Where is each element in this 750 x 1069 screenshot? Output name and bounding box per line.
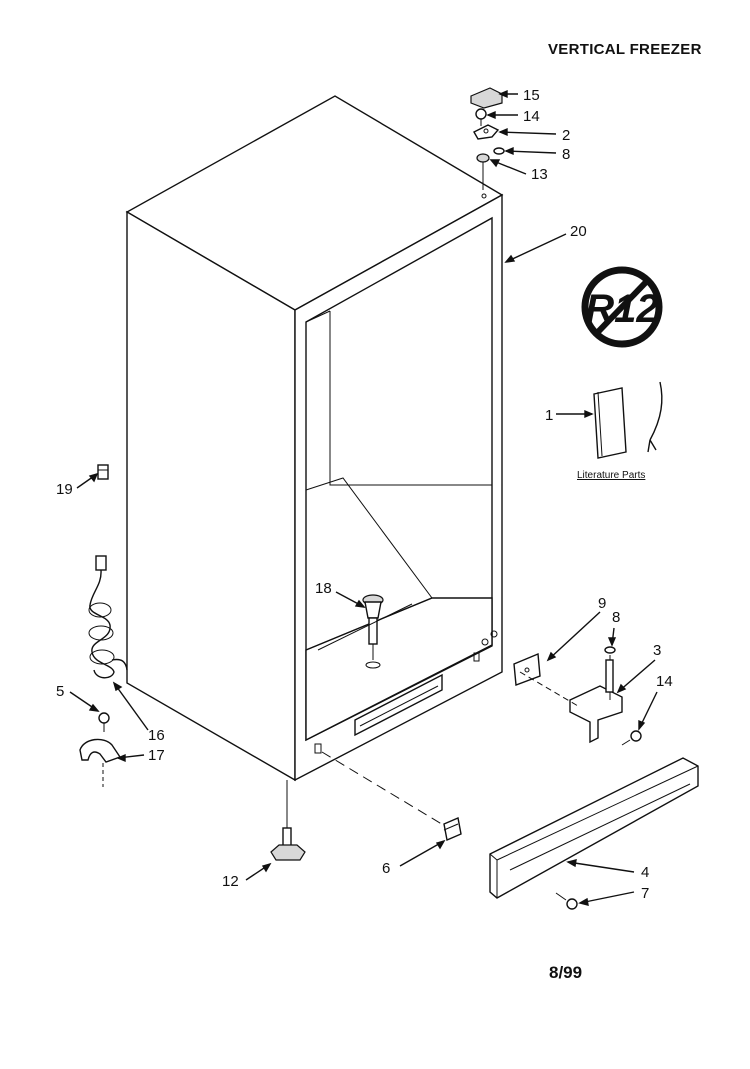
callout-7: 7	[641, 885, 649, 902]
diagram-title: VERTICAL FREEZER	[548, 41, 702, 58]
hinge-top-2	[473, 124, 500, 140]
callout-12: 12	[222, 873, 239, 890]
no-r12-symbol: R12	[581, 266, 663, 348]
toe-grille-4	[489, 757, 699, 899]
leader-lines	[69, 89, 658, 906]
callout-17: 17	[148, 747, 165, 764]
hinge-bracket-9	[513, 652, 541, 686]
callout-19: 19	[56, 481, 73, 498]
top-hinge-cover-15	[470, 87, 503, 109]
grille-clip-6	[443, 817, 462, 841]
callout-3: 3	[653, 642, 661, 659]
callout-14-top: 14	[523, 108, 540, 125]
bushing-13	[476, 153, 490, 190]
washer-8-bottom	[604, 646, 616, 654]
callout-5: 5	[56, 683, 64, 700]
callout-6: 6	[382, 860, 390, 877]
callout-4: 4	[641, 864, 649, 881]
washer-8-top	[493, 147, 505, 155]
callout-14-bottom: 14	[656, 673, 673, 690]
clip-19	[97, 464, 109, 480]
callout-2: 2	[562, 127, 570, 144]
cord-clamp-17	[79, 738, 122, 787]
callout-18: 18	[315, 580, 332, 597]
screw-14-bottom	[621, 730, 642, 746]
callout-15: 15	[523, 87, 540, 104]
leveling-leg-12	[270, 780, 306, 861]
literature-parts-label: Literature Parts	[577, 470, 645, 481]
callout-20: 20	[570, 223, 587, 240]
bottom-hinge-3	[569, 655, 623, 744]
screw-14-top	[475, 108, 487, 126]
hinge-assembly-line	[519, 671, 579, 707]
callout-16: 16	[148, 727, 165, 744]
screw-7	[555, 892, 578, 910]
callout-8-top: 8	[562, 146, 570, 163]
literature-arrow	[647, 381, 663, 453]
literature-booklet-1	[593, 387, 627, 459]
callout-13: 13	[531, 166, 548, 183]
screw-5	[98, 712, 110, 732]
callout-8-bottom: 8	[612, 609, 620, 626]
power-cord-16	[88, 555, 128, 679]
assembly-line	[321, 751, 446, 827]
drain-tube-18	[317, 594, 413, 669]
callout-9: 9	[598, 595, 606, 612]
revision-date: 8/99	[549, 963, 582, 982]
cabinet-20	[125, 95, 504, 782]
callout-1: 1	[545, 407, 553, 424]
callout-numbers: 15 14 2 8 13 20 1 19 18 9 8 3 14 5 16 17…	[56, 87, 673, 902]
